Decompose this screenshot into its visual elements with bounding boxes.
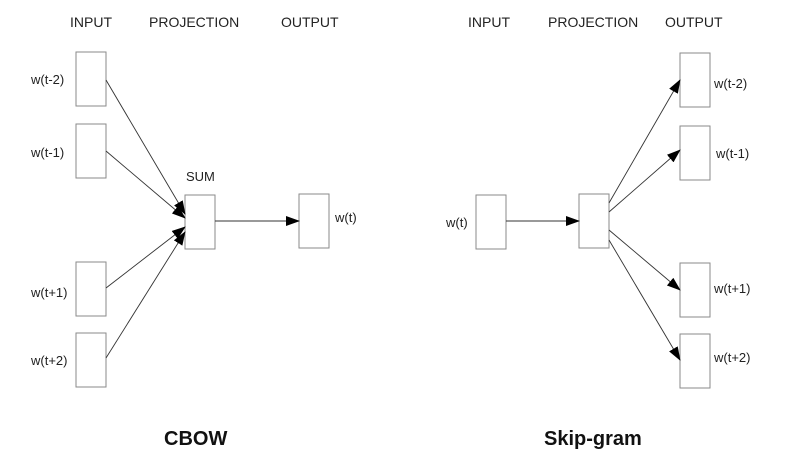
skipgram-output-box-t-2 [679,52,711,108]
skipgram-output-box-t+2 [679,333,711,389]
cbow-title: CBOW [164,428,227,450]
skipgram-projection-header: PROJECTION [548,14,638,30]
cbow-input-box-t+2 [75,332,107,388]
skipgram-output-box-t+1 [679,262,711,318]
cbow-input-header: INPUT [70,14,112,30]
skipgram-output-label-t-1: w(t-1) [715,146,749,161]
skipgram-output-label-t-2: w(t-2) [713,76,747,91]
cbow-input-label-t+1: w(t+1) [30,285,67,300]
skipgram-arrow-t-1 [608,149,681,213]
cbow-input-label-t-2: w(t-2) [30,72,64,87]
skipgram-input-box [475,194,507,250]
cbow-projection-box [184,194,216,250]
skipgram-title: Skip-gram [544,428,642,450]
skipgram-arrow-t+1 [608,229,681,291]
cbow-output-box [298,193,330,249]
cbow-diagram: INPUT PROJECTION OUTPUT w(t-2) w(t-1) w(… [30,14,357,450]
skipgram-output-label-t+1: w(t+1) [713,281,750,296]
cbow-projection-header: PROJECTION [149,14,239,30]
skipgram-output-box-t-1 [679,125,711,181]
skipgram-diagram: INPUT PROJECTION OUTPUT w(t) w(t-2) w(t-… [445,14,750,450]
cbow-output-header: OUTPUT [281,14,339,30]
cbow-input-label-t+2: w(t+2) [30,353,67,368]
skipgram-output-header: OUTPUT [665,14,723,30]
cbow-arrow-t-1 [105,150,186,219]
skipgram-projection-box [578,193,610,249]
skipgram-arrow-t-2 [608,79,681,204]
cbow-input-label-t-1: w(t-1) [30,145,64,160]
cbow-arrow-t-2 [105,79,186,215]
cbow-arrow-t+2 [105,231,186,359]
skipgram-output-label-t+2: w(t+2) [713,350,750,365]
cbow-sum-label: SUM [186,169,215,184]
skipgram-arrow-t+2 [608,239,681,361]
cbow-output-label: w(t) [334,210,357,225]
cbow-input-box-t-2 [75,51,107,107]
cbow-input-box-t+1 [75,261,107,317]
cbow-input-box-t-1 [75,123,107,179]
skipgram-input-header: INPUT [468,14,510,30]
skipgram-input-label: w(t) [445,215,468,230]
cbow-arrow-t+1 [105,226,186,289]
